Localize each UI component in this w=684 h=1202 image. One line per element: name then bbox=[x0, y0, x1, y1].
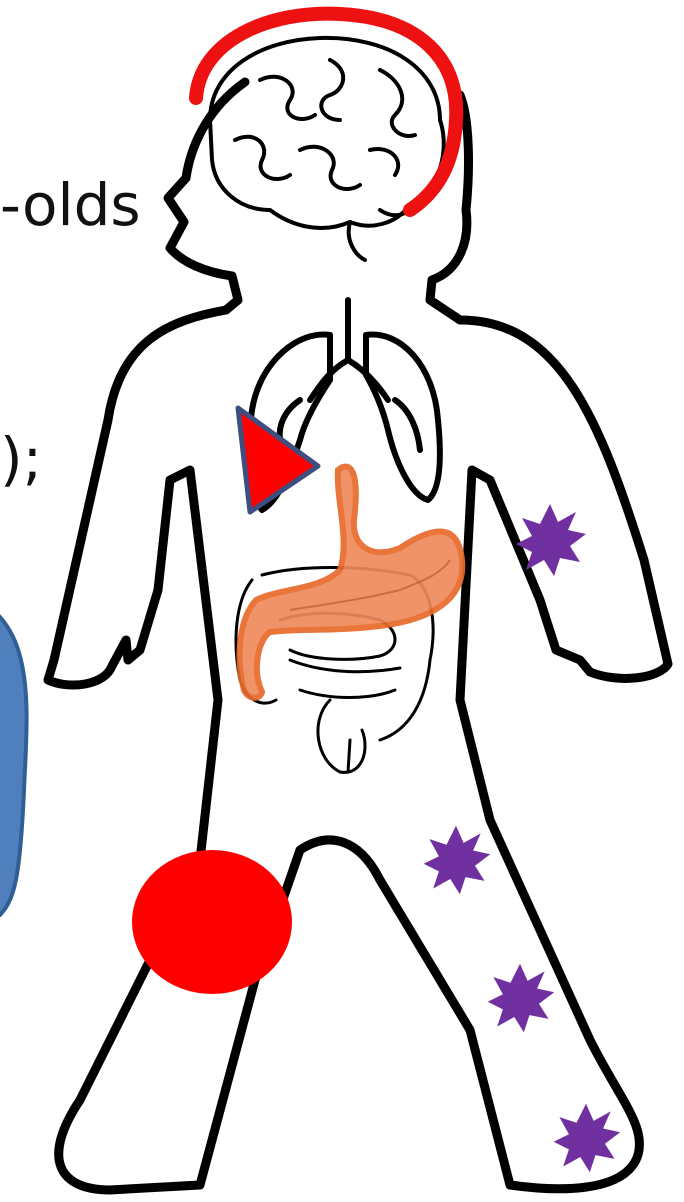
text-fragment-olds: -olds bbox=[0, 176, 141, 234]
brain-icon bbox=[210, 38, 444, 260]
lesion-circle bbox=[132, 850, 292, 994]
purpura-spots bbox=[424, 504, 621, 1172]
purpura-spot-icon bbox=[424, 826, 491, 894]
blue-shape bbox=[0, 590, 27, 915]
body-outline bbox=[48, 82, 668, 1190]
text-fragment-paren: ); bbox=[0, 430, 42, 488]
brain-marker-arc bbox=[196, 14, 456, 210]
purpura-spot-icon bbox=[488, 964, 555, 1032]
purpura-spot-icon bbox=[554, 1104, 621, 1172]
